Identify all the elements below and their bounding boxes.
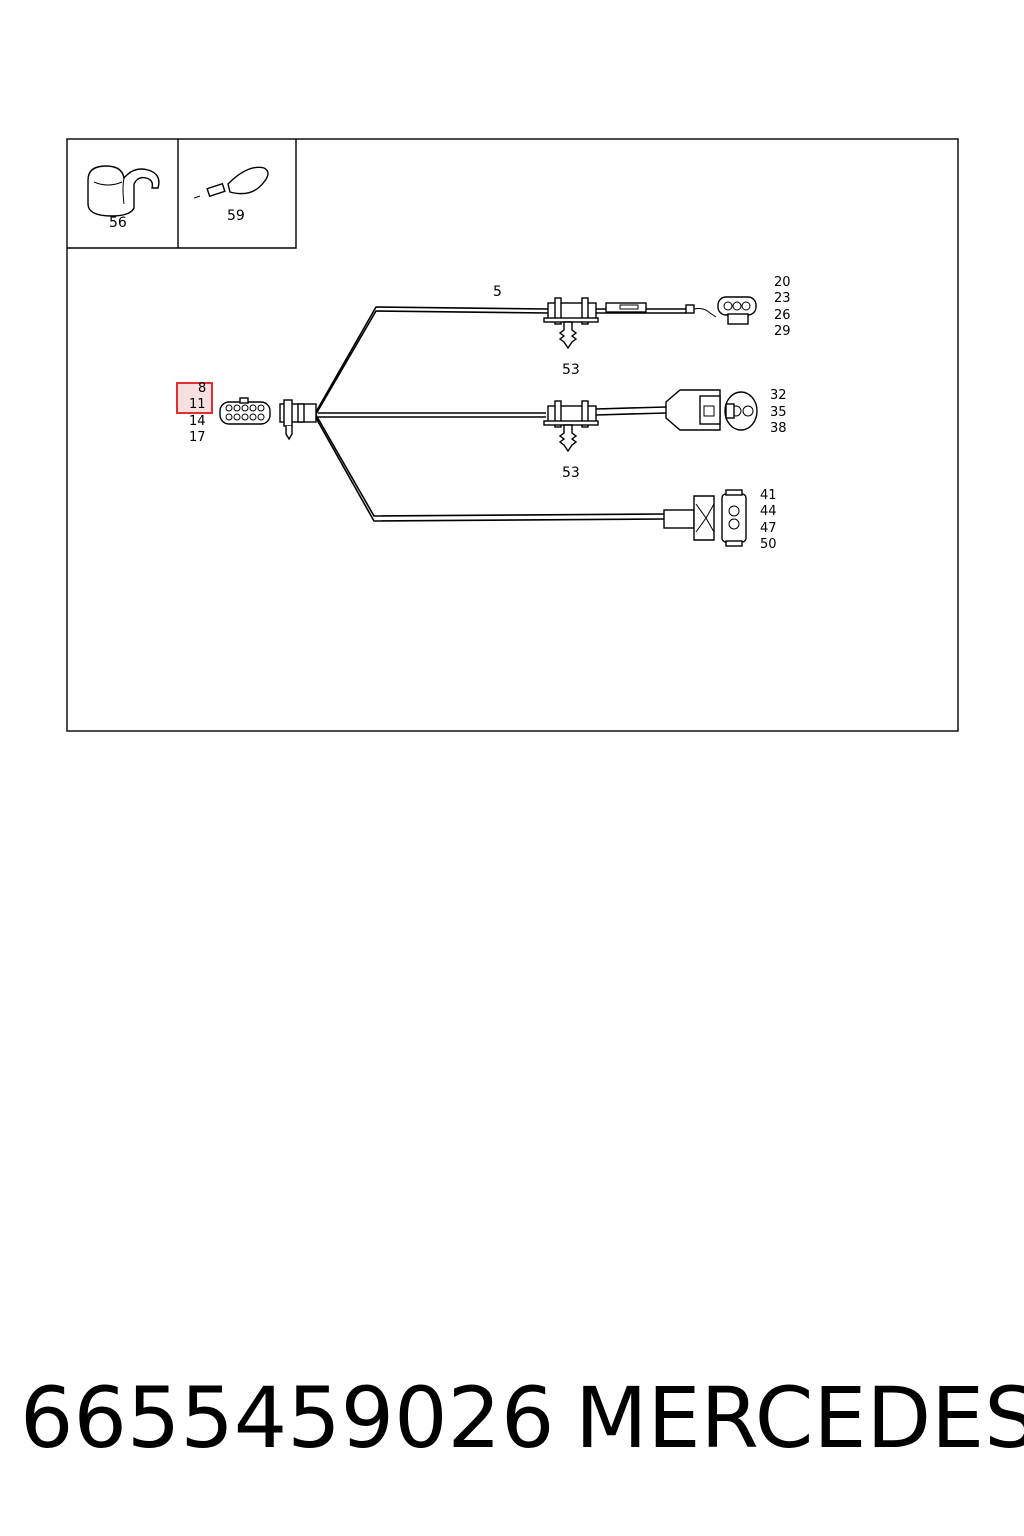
- main-connector-icon: [219, 397, 271, 425]
- wire-clip-top-icon: [543, 297, 599, 350]
- bottom-connector-icon: [663, 489, 747, 547]
- wire-clip-middle-icon: [543, 400, 599, 453]
- callout-53-middle: 53: [562, 465, 580, 481]
- wiring-harness-diagram: 56 59: [66, 138, 959, 732]
- part-number: 6655459026: [20, 1369, 555, 1467]
- callout-11: 11: [189, 397, 206, 412]
- cable-tie-icon: [193, 166, 269, 199]
- callout-53-top: 53: [562, 362, 580, 378]
- callout-47: 47: [760, 521, 777, 536]
- callout-41: 41: [760, 488, 777, 503]
- callout-32: 32: [770, 388, 787, 403]
- harness-wires: [315, 306, 686, 522]
- footer-caption: 6655459026 MERCEDES: [20, 1368, 1024, 1468]
- callout-17: 17: [189, 430, 206, 445]
- top-connector-icon: [605, 296, 757, 325]
- callout-20: 20: [774, 275, 791, 290]
- highlight-box: [176, 382, 213, 414]
- cable-clip-icon: [87, 165, 160, 217]
- callout-14: 14: [189, 414, 206, 429]
- callout-23: 23: [774, 291, 791, 306]
- junction-block-icon: [279, 399, 317, 441]
- diagram-frame: [66, 138, 959, 732]
- callout-5: 5: [493, 284, 502, 300]
- inset-label-56: 56: [109, 215, 127, 231]
- callout-35: 35: [770, 405, 787, 420]
- callout-50: 50: [760, 537, 777, 552]
- inset-frame: [67, 139, 297, 249]
- brand-name: MERCEDES: [575, 1369, 1024, 1467]
- callout-8: 8: [198, 381, 206, 396]
- middle-connector-icon: [665, 389, 758, 431]
- callout-44: 44: [760, 504, 777, 519]
- callout-38: 38: [770, 421, 787, 436]
- callout-26: 26: [774, 308, 791, 323]
- inset-label-59: 59: [227, 208, 245, 224]
- callout-29: 29: [774, 324, 791, 339]
